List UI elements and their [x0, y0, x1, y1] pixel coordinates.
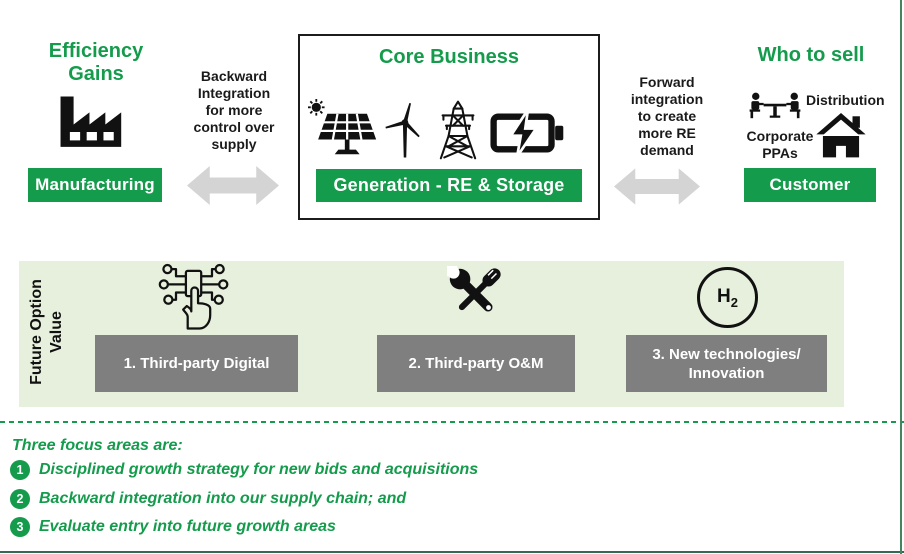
right-border-line	[900, 0, 902, 554]
transmission-tower-icon	[439, 100, 477, 160]
solar-panel-icon	[308, 99, 377, 155]
wind-turbine-icon	[385, 102, 420, 158]
customer-label: Customer	[744, 168, 876, 202]
focus-number-badge: 1	[10, 460, 30, 480]
backward-integration-note: Backward Integration for more control ov…	[193, 68, 275, 152]
forward-integration-note: Forward integration to create more RE de…	[630, 74, 704, 158]
double-arrow-left-icon	[187, 166, 279, 205]
battery-charging-icon	[490, 108, 564, 158]
focus-number-badge: 2	[10, 489, 30, 509]
generation-re-storage-bar: Generation - RE & Storage	[316, 169, 582, 202]
focus-text: Evaluate entry into future growth areas	[39, 518, 336, 535]
focus-item-2: 2 Backward integration into our supply c…	[10, 489, 406, 509]
corporate-ppas-label: Corporate PPAs	[746, 128, 814, 161]
band-item-digital: 1. Third-party Digital	[95, 335, 298, 392]
meeting-people-icon	[749, 92, 801, 119]
double-arrow-right-icon	[614, 168, 700, 205]
house-icon	[816, 113, 866, 158]
h2-text: H2	[717, 285, 738, 310]
distribution-label: Distribution	[806, 92, 885, 108]
focus-text: Backward integration into our supply cha…	[39, 490, 407, 507]
digital-network-touch-icon	[158, 263, 229, 330]
dashed-separator	[0, 421, 904, 423]
focus-text: Disciplined growth strategy for new bids…	[39, 461, 479, 478]
future-option-value-label: Future Option Value	[28, 279, 65, 385]
band-item-om: 2. Third-party O&M	[377, 335, 575, 392]
efficiency-gains-title: Efficiency Gains	[48, 40, 144, 85]
focus-item-3: 3 Evaluate entry into future growth area…	[10, 517, 336, 537]
core-business-box: Core Business	[298, 34, 600, 220]
tools-icon	[447, 266, 501, 312]
manufacturing-label: Manufacturing	[28, 168, 162, 202]
focus-number-badge: 3	[10, 517, 30, 537]
factory-icon	[60, 96, 122, 147]
bottom-border-line	[0, 550, 904, 553]
focus-item-1: 1 Disciplined growth strategy for new bi…	[10, 460, 478, 480]
who-to-sell-title: Who to sell	[757, 44, 865, 66]
core-business-title: Core Business	[378, 46, 520, 68]
band-item-newtech: 3. New technologies/ Innovation	[626, 335, 827, 392]
hydrogen-icon: H2	[697, 267, 758, 328]
focus-intro: Three focus areas are:	[12, 437, 183, 454]
